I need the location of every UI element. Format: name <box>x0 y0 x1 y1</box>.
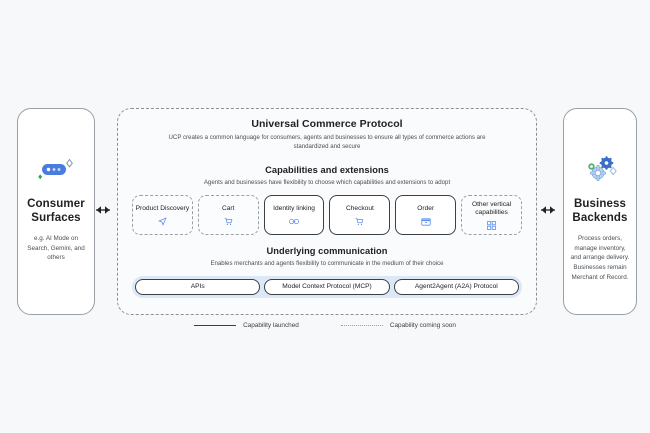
connector-left-arrow <box>91 200 115 220</box>
capability-card-product-discovery[interactable]: Product Discovery <box>132 195 193 236</box>
ucp-header: Universal Commerce Protocol UCP creates … <box>132 118 522 151</box>
communication-band: APIs Model Context Protocol (MCP) Agent2… <box>132 275 522 298</box>
navigation-arrow-icon <box>157 217 167 226</box>
business-title-line-1: Business <box>574 198 626 210</box>
capability-card-checkout[interactable]: Checkout <box>329 195 391 236</box>
gears-icon <box>580 153 620 187</box>
capability-card-identity-linking[interactable]: Identity linking <box>263 195 325 236</box>
legend-item-coming-soon: Capability coming soon <box>340 322 456 329</box>
capabilities-title: Capabilities and extensions <box>265 165 389 176</box>
comm-pill-a2a[interactable]: Agent2Agent (A2A) Protocol <box>393 278 519 295</box>
consumer-title-line-2: Surfaces <box>31 212 81 225</box>
capability-label: Order <box>417 204 435 212</box>
business-backends-description: Process orders, manage inventory, and ar… <box>570 234 630 281</box>
connector-right-arrow <box>536 200 560 220</box>
underlying-subtitle: Enables merchants and agents flexibility… <box>210 260 444 268</box>
consumer-surfaces-title: Consumer Surfaces <box>27 197 85 226</box>
capability-card-list: Product Discovery Cart <box>132 195 522 236</box>
link-icon <box>289 217 299 226</box>
legend-solid-line-icon <box>194 325 237 326</box>
business-backends-title: Business Backends <box>572 197 627 226</box>
capability-card-order[interactable]: Order <box>395 195 457 236</box>
capability-label: Product Discovery <box>135 204 190 212</box>
legend-dotted-line-icon <box>340 325 383 326</box>
capability-label: Identity linking <box>273 204 315 212</box>
capability-label: Checkout <box>345 204 374 212</box>
comm-pill-apis[interactable]: APIs <box>135 278 261 295</box>
legend-item-launched: Capability launched <box>194 322 299 329</box>
consumer-title-line-1: Consumer <box>27 198 85 210</box>
consumer-surfaces-description: e.g. AI Mode on Search, Gemini, and othe… <box>27 234 85 262</box>
capability-card-other-vertical[interactable]: Other vertical capabilities <box>461 195 522 236</box>
capabilities-subtitle: Agents and businesses have flexibility t… <box>203 179 451 187</box>
capabilities-section: Capabilities and extensions Agents and b… <box>132 165 522 236</box>
shopping-bag-icon <box>355 217 364 226</box>
grid-apps-icon <box>487 221 496 231</box>
business-title-line-2: Backends <box>572 212 628 225</box>
consumer-surfaces-panel: Consumer Surfaces e.g. AI Mode on Search… <box>17 108 95 315</box>
comm-pill-mcp[interactable]: Model Context Protocol (MCP) <box>264 278 390 295</box>
capability-label: Cart <box>222 204 235 212</box>
business-backends-panel: Business Backends Process orders, manage… <box>563 108 637 315</box>
capability-label: Other vertical capabilities <box>471 200 512 216</box>
legend-label: Capability launched <box>243 322 299 329</box>
underlying-communication-section: Underlying communication Enables merchan… <box>132 246 522 298</box>
universal-commerce-protocol-container: Universal Commerce Protocol UCP creates … <box>117 108 537 315</box>
ucp-subtitle: UCP creates a common language for consum… <box>168 134 486 151</box>
capability-card-cart[interactable]: Cart <box>197 195 259 236</box>
legend-label: Capability coming soon <box>389 322 456 329</box>
legend: Capability launched Capability coming so… <box>0 322 650 329</box>
package-box-icon <box>421 217 431 226</box>
shopping-cart-icon <box>224 217 233 226</box>
chat-bubble-sparkle-icon <box>36 153 76 187</box>
underlying-title: Underlying communication <box>266 246 388 257</box>
ucp-title: Universal Commerce Protocol <box>251 118 403 130</box>
